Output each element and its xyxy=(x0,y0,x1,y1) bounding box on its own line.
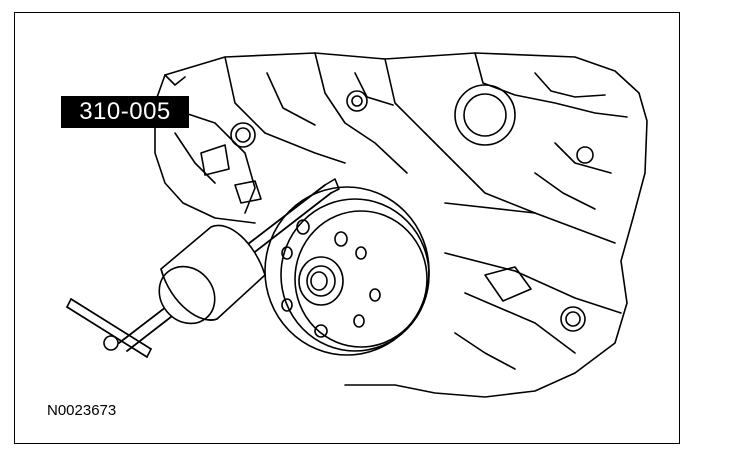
bolt-bosses xyxy=(230,84,594,332)
diagram-frame: 310-005 N0023673 xyxy=(14,12,680,444)
slide-hammer-tool xyxy=(66,178,340,358)
tool-number-label: 310-005 xyxy=(61,96,189,128)
crankshaft-pulley xyxy=(264,186,430,356)
figure-id: N0023673 xyxy=(47,402,117,419)
engine-front-illustration xyxy=(66,52,648,398)
